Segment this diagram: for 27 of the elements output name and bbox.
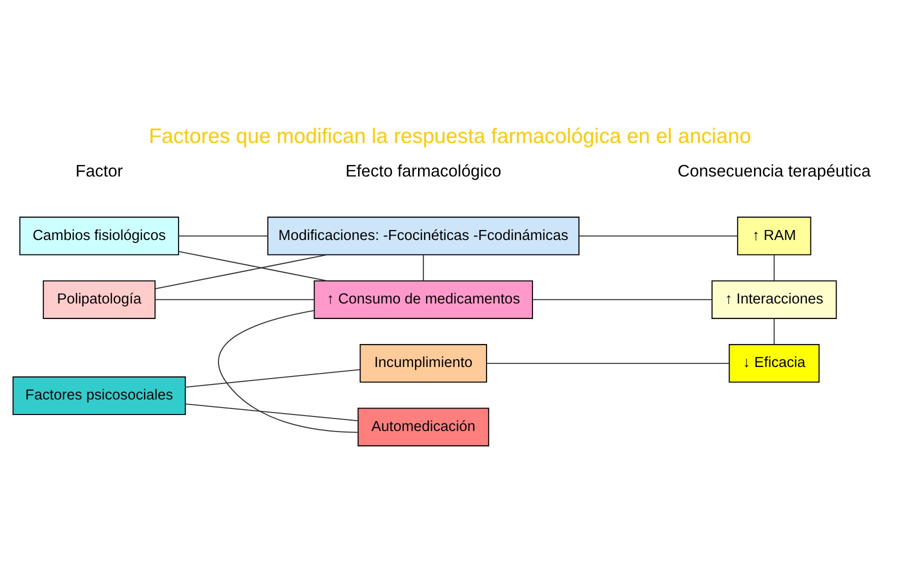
connector <box>178 234 268 236</box>
node-box: ↑ Interacciones <box>712 280 837 318</box>
connector <box>155 298 314 300</box>
node-box: Incumplimiento <box>360 344 488 382</box>
connector <box>532 298 712 300</box>
node-box: ↑ RAM <box>737 216 812 255</box>
diagram-title: Factores que modifican la respuesta farmacológica en el anciano <box>148 124 752 148</box>
label: Consecuencia terapéutica <box>678 160 871 180</box>
node-box: Polipatología <box>42 280 156 318</box>
connector <box>155 254 328 289</box>
node-box: Automedicación <box>358 407 490 446</box>
connector <box>218 310 358 432</box>
connector <box>774 254 775 280</box>
connector <box>579 234 738 236</box>
connector <box>178 250 328 281</box>
connector <box>422 254 424 280</box>
node-box: Modificaciones: -Fcocinéticas -Fcodinámicas <box>267 216 580 255</box>
node-box: Factores psicosociales <box>12 376 186 415</box>
connector <box>186 368 360 388</box>
node-box: ↓ Eficacia <box>728 344 820 382</box>
label: Factor <box>76 160 123 180</box>
node-box: ↑ Consumo de medicamentos <box>314 280 533 318</box>
label: Efecto farmacológico <box>345 160 502 180</box>
connector <box>774 318 775 344</box>
connector <box>186 403 358 421</box>
node-box: Cambios fisiológicos <box>19 216 180 255</box>
connector <box>486 362 729 364</box>
